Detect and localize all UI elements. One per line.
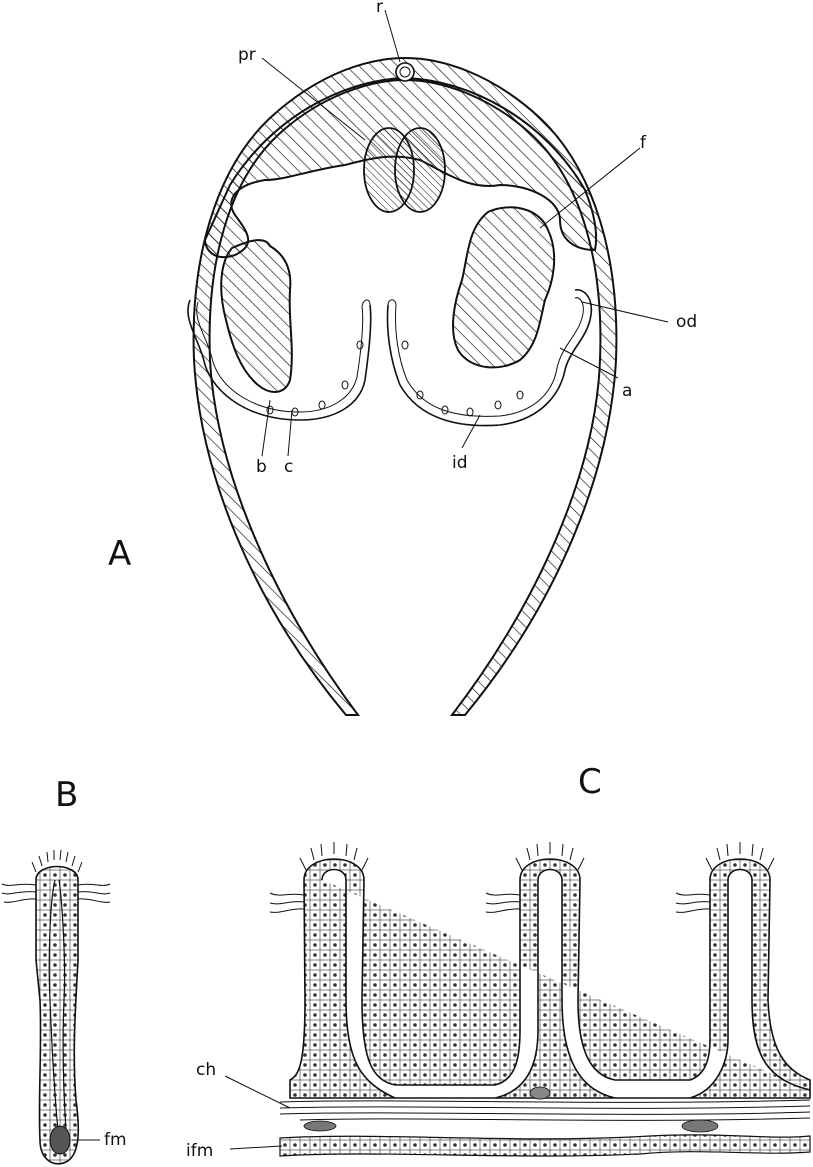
label-id: id (452, 453, 468, 473)
label-c: c (284, 457, 293, 477)
panel-b-diagram: B fm (2, 775, 127, 1164)
panel-c-epithelium (290, 859, 810, 1098)
panel-c-ch-layer (280, 1100, 810, 1120)
label-f: f (640, 133, 647, 153)
leader-ifm (230, 1146, 282, 1149)
left-lobe (221, 240, 292, 392)
label-a: a (622, 381, 632, 401)
panel-label-c: C (578, 762, 602, 802)
panel-c-diagram: C ch ifm (186, 762, 810, 1161)
label-r: r (376, 0, 383, 17)
panel-label-a: A (108, 534, 131, 574)
panel-a-diagram: r pr f od a b c id A (108, 0, 697, 715)
right-lobe (453, 207, 554, 367)
left-duct-end (362, 300, 370, 306)
ring-canal-lumen (400, 67, 410, 77)
leader-ch (225, 1076, 290, 1108)
panel-b-fm-cluster (50, 1126, 70, 1154)
label-od: od (676, 312, 697, 332)
label-ch: ch (196, 1060, 216, 1080)
label-pr: pr (238, 45, 256, 65)
manubrium-right (395, 128, 445, 212)
label-ifm: ifm (186, 1141, 213, 1161)
label-b: b (256, 457, 267, 477)
label-fm: fm (104, 1130, 127, 1150)
right-duct-end (388, 300, 396, 305)
panel-label-b: B (55, 775, 78, 815)
